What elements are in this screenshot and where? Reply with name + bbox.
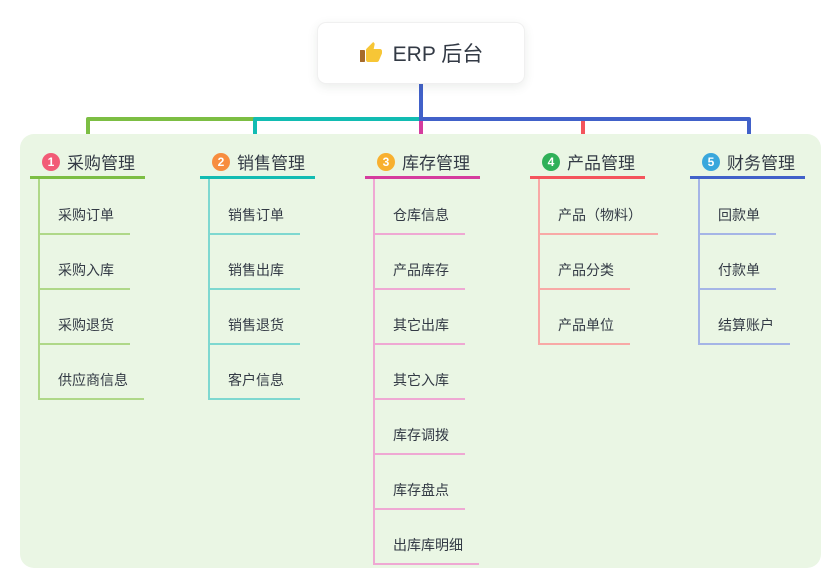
child-label: 库存盘点 [393,482,449,498]
branch-trunk-line [373,179,375,563]
child-node[interactable]: 产品（物料） [538,205,658,235]
branch-index-badge: 1 [42,152,60,171]
child-label: 产品库存 [393,262,449,278]
child-node[interactable]: 出库库明细 [373,535,479,565]
branch-index-badge: 5 [702,152,720,171]
child-label: 产品（物料） [558,207,642,223]
child-node[interactable]: 库存盘点 [373,480,465,510]
child-label: 产品分类 [558,262,614,278]
branch-header-1[interactable]: 1 采购管理 [30,147,145,179]
child-node[interactable]: 产品单位 [538,315,630,345]
child-node[interactable]: 库存调拨 [373,425,465,455]
child-node[interactable]: 销售订单 [208,205,300,235]
branch-header-3[interactable]: 3 库存管理 [365,147,480,179]
child-node[interactable]: 客户信息 [208,370,300,400]
child-label: 其它出库 [393,317,449,333]
thumbs-up-icon [359,42,382,62]
child-node[interactable]: 回款单 [698,205,776,235]
child-node[interactable]: 产品库存 [373,260,465,290]
branch-index-badge: 3 [377,152,395,171]
mindmap-panel [20,134,821,568]
branch-label: 库存管理 [402,154,470,173]
child-node[interactable]: 采购退货 [38,315,130,345]
branch-trunk-line [538,179,540,343]
child-label: 其它入库 [393,372,449,388]
branch-header-4[interactable]: 4 产品管理 [530,147,645,179]
child-label: 客户信息 [228,372,284,388]
child-label: 产品单位 [558,317,614,333]
branch-label: 产品管理 [567,154,635,173]
child-label: 付款单 [718,262,760,278]
child-node[interactable]: 结算账户 [698,315,790,345]
child-label: 销售退货 [228,317,284,333]
root-node[interactable]: ERP 后台 [317,22,525,84]
child-label: 采购订单 [58,207,114,223]
child-node[interactable]: 采购订单 [38,205,130,235]
child-label: 库存调拨 [393,427,449,443]
branch-index-badge: 2 [212,152,230,171]
child-label: 销售出库 [228,262,284,278]
child-node[interactable]: 仓库信息 [373,205,465,235]
child-label: 仓库信息 [393,207,449,223]
branch-header-2[interactable]: 2 销售管理 [200,147,315,179]
branch-header-5[interactable]: 5 财务管理 [690,147,805,179]
branch-index-badge: 4 [542,152,560,171]
child-label: 回款单 [718,207,760,223]
branch-label: 采购管理 [67,154,135,173]
child-node[interactable]: 销售退货 [208,315,300,345]
child-label: 采购退货 [58,317,114,333]
root-label: ERP 后台 [392,43,484,66]
child-label: 供应商信息 [58,372,128,388]
child-node[interactable]: 产品分类 [538,260,630,290]
child-node[interactable]: 付款单 [698,260,776,290]
child-label: 采购入库 [58,262,114,278]
branch-label: 销售管理 [237,154,305,173]
child-label: 销售订单 [228,207,284,223]
child-label: 出库库明细 [393,537,463,553]
branch-label: 财务管理 [727,154,795,173]
child-node[interactable]: 其它出库 [373,315,465,345]
child-node[interactable]: 其它入库 [373,370,465,400]
child-label: 结算账户 [718,317,774,333]
child-node[interactable]: 采购入库 [38,260,130,290]
child-node[interactable]: 销售出库 [208,260,300,290]
branch-trunk-line [698,179,700,343]
child-node[interactable]: 供应商信息 [38,370,144,400]
